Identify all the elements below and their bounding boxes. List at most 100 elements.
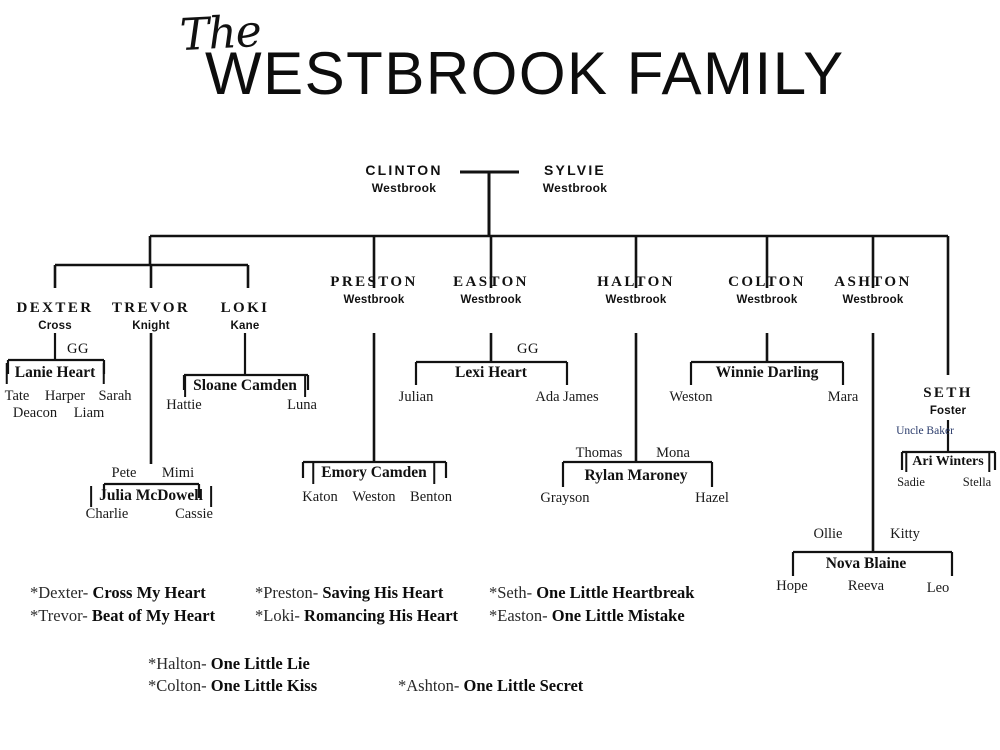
halton-last-name: Westbrook: [605, 294, 667, 306]
node-clinton-westbrook: CLINTON Westbrook: [365, 162, 442, 195]
legend-item-dexter: *Dexter- Cross My Heart: [30, 583, 206, 603]
child-sadie: Sadie: [897, 475, 925, 489]
legend-item-trevor: *Trevor- Beat of My Heart: [30, 606, 215, 626]
child-benton: Benton: [410, 489, 452, 505]
dexter-first-name: DEXTER: [16, 300, 94, 316]
inlaw-mimi: Mimi: [161, 465, 195, 481]
child-stella: Stella: [962, 475, 992, 489]
legend-name-easton: *Easton-: [489, 606, 548, 625]
node-colton-westbrook: COLTON Westbrook: [728, 274, 806, 306]
trevor-first-name: TREVOR: [111, 300, 191, 316]
legend-name-ashton: *Ashton-: [398, 676, 460, 695]
legend-item-preston: *Preston- Saving His Heart: [255, 583, 443, 603]
legend-name-halton: *Halton-: [148, 654, 207, 673]
child-charlie: Charlie: [85, 506, 129, 522]
trevor-last-name: Knight: [132, 320, 170, 332]
legend-book-loki: Romancing His Heart: [304, 606, 459, 625]
halton-first-name: HALTON: [597, 274, 675, 290]
node-loki-kane: LOKI Kane: [221, 300, 270, 332]
legend-item-loki: *Loki- Romancing His Heart: [255, 606, 458, 626]
child-ada-james: Ada James: [535, 389, 599, 405]
dexter-gg-marker: GG: [67, 341, 89, 357]
legend-item-easton: *Easton- One Little Mistake: [489, 606, 685, 626]
child-weston-colton: Weston: [669, 389, 713, 405]
node-dexter-cross: DEXTER Cross: [17, 300, 94, 332]
legend-book-preston: Saving His Heart: [322, 583, 444, 602]
easton-last-name: Westbrook: [460, 294, 522, 306]
child-sarah: Sarah: [98, 388, 132, 404]
seth-last-name: Foster: [929, 405, 967, 417]
legend-name-seth: *Seth-: [489, 583, 533, 602]
child-reeva: Reeva: [847, 578, 885, 594]
inlaw-kitty: Kitty: [890, 526, 920, 542]
ashton-first-name: ASHTON: [834, 274, 912, 290]
easton-gg-marker: GG: [517, 341, 539, 357]
legend-name-dexter: *Dexter-: [30, 583, 89, 602]
node-easton-westbrook: EASTON Westbrook: [453, 274, 529, 306]
inlaw-pete: Pete: [111, 465, 137, 481]
dexter-last-name: Cross: [38, 320, 72, 332]
legend-item-colton: *Colton- One Little Kiss: [148, 676, 317, 696]
spouse-lexi-heart: Lexi Heart: [455, 364, 527, 381]
spouse-julia-mcdowell: Julia McDowell: [90, 486, 212, 507]
spouse-winnie-darling: Winnie Darling: [715, 364, 819, 381]
preston-first-name: PRESTON: [330, 274, 418, 290]
preston-last-name: Westbrook: [343, 294, 405, 306]
child-liam: Liam: [73, 405, 105, 421]
inlaw-thomas: Thomas: [575, 445, 623, 461]
node-preston-westbrook: PRESTON Westbrook: [330, 274, 417, 306]
seth-first-name: SETH: [923, 385, 973, 401]
spouse-rylan-maroney: Rylan Maroney: [584, 467, 688, 484]
colton-first-name: COLTON: [728, 274, 806, 290]
spouse-sloane-camden: Sloane Camden: [184, 376, 306, 397]
colton-last-name: Westbrook: [736, 294, 798, 306]
legend-book-trevor: Beat of My Heart: [91, 606, 216, 625]
seth-uncle-baker-marker: Uncle Baker: [896, 425, 954, 437]
easton-first-name: EASTON: [453, 274, 529, 290]
sylvie-first-name: SYLVIE: [544, 162, 606, 178]
child-hope: Hope: [776, 578, 808, 594]
legend-name-preston: *Preston-: [255, 583, 319, 602]
legend-name-trevor: *Trevor-: [30, 606, 88, 625]
node-trevor-knight: TREVOR Knight: [112, 300, 190, 332]
child-tate: Tate: [4, 388, 30, 404]
child-mara: Mara: [827, 389, 859, 405]
child-hattie: Hattie: [166, 397, 202, 413]
sylvie-last-name: Westbrook: [542, 181, 608, 195]
spouse-nova-blaine: Nova Blaine: [825, 555, 907, 572]
legend-book-dexter: Cross My Heart: [92, 583, 206, 602]
inlaw-ollie: Ollie: [813, 526, 843, 542]
legend-book-easton: One Little Mistake: [551, 606, 685, 625]
child-deacon: Deacon: [12, 405, 58, 421]
node-halton-westbrook: HALTON Westbrook: [597, 274, 675, 306]
legend-name-loki: *Loki-: [255, 606, 300, 625]
child-julian: Julian: [398, 389, 434, 405]
inlaw-mona: Mona: [656, 445, 690, 461]
legend-item-ashton: *Ashton- One Little Secret: [398, 676, 583, 696]
child-hazel: Hazel: [695, 490, 729, 506]
loki-first-name: LOKI: [220, 300, 270, 316]
node-ashton-westbrook: ASHTON Westbrook: [834, 274, 911, 306]
clinton-last-name: Westbrook: [371, 181, 437, 195]
spouse-ari-winters: Ari Winters: [905, 453, 991, 473]
child-harper: Harper: [44, 388, 86, 404]
clinton-first-name: CLINTON: [365, 162, 443, 178]
spouse-lanie-heart: Lanie Heart: [5, 363, 105, 384]
legend-book-ashton: One Little Secret: [463, 676, 584, 695]
loki-last-name: Kane: [230, 320, 260, 332]
legend-item-halton: *Halton- One Little Lie: [148, 654, 310, 674]
legend-book-halton: One Little Lie: [210, 654, 310, 673]
legend-book-seth: One Little Heartbreak: [536, 583, 695, 602]
child-luna: Luna: [287, 397, 317, 413]
spouse-emory-camden: Emory Camden: [312, 463, 436, 484]
legend-item-seth: *Seth- One Little Heartbreak: [489, 583, 694, 603]
child-grayson: Grayson: [540, 490, 590, 506]
child-cassie: Cassie: [175, 506, 213, 522]
node-sylvie-westbrook: SYLVIE Westbrook: [543, 162, 608, 195]
legend-book-colton: One Little Kiss: [210, 676, 318, 695]
ashton-last-name: Westbrook: [842, 294, 904, 306]
legend-name-colton: *Colton-: [148, 676, 207, 695]
child-katon: Katon: [302, 489, 338, 505]
